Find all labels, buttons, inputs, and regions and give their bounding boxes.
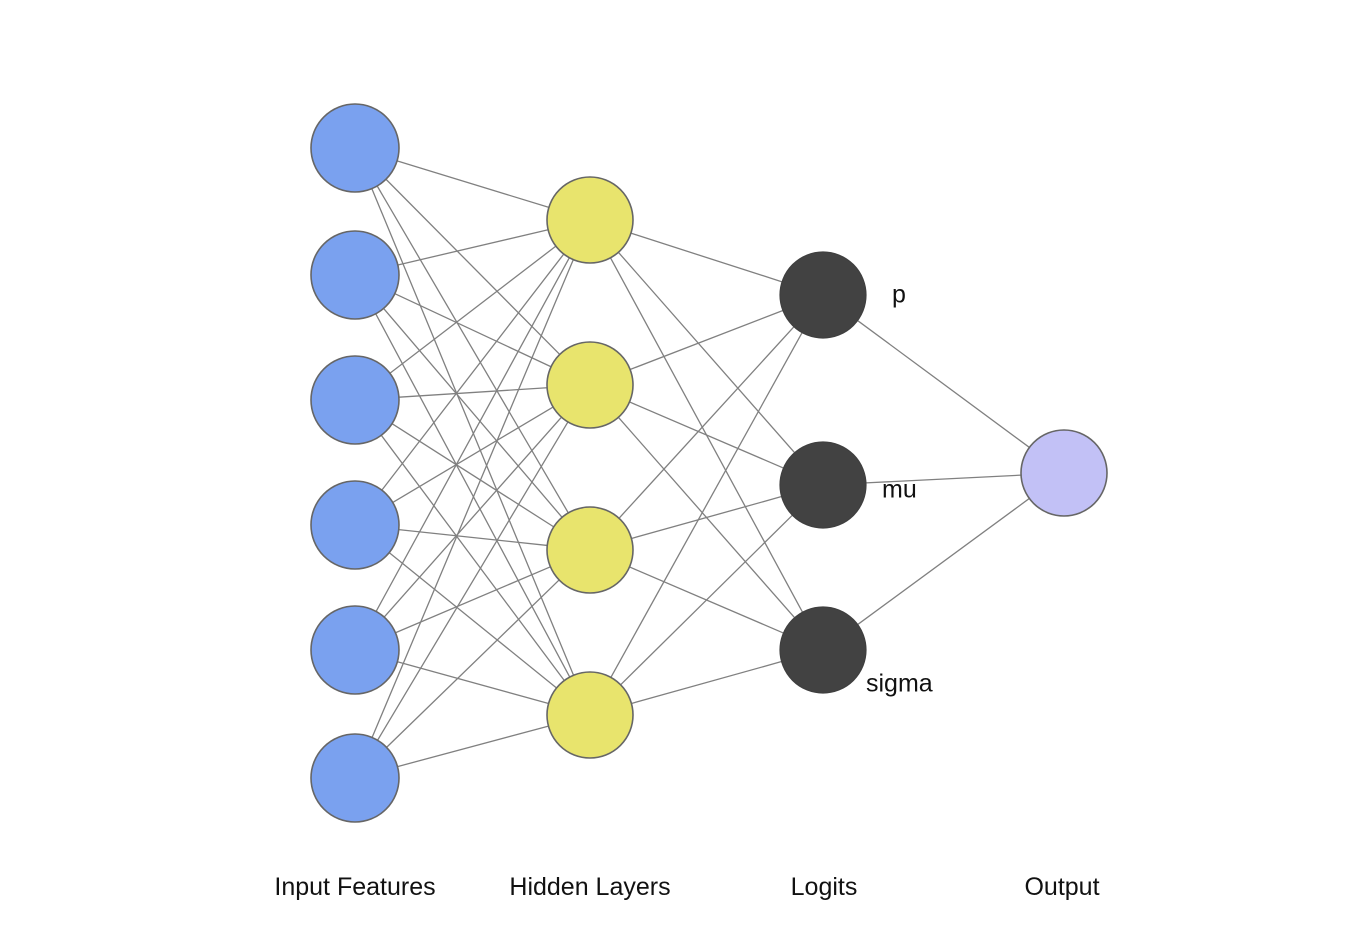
edge-input-hidden-2-2 [394,293,552,368]
node-hidden-4[interactable] [546,671,634,759]
node-output-1[interactable] [1020,429,1108,517]
logit-label-1: p [892,281,906,309]
node-logits-3[interactable] [779,606,867,694]
edge-input-hidden-2-3 [383,308,563,518]
edge-input-hidden-3-4 [380,434,565,681]
edge-input-hidden-4-4 [388,552,557,689]
node-group-hidden [546,176,634,759]
edge-input-hidden-3-1 [389,245,557,374]
node-logits-2[interactable] [779,441,867,529]
node-group-input [310,103,400,823]
edge-input-hidden-6-4 [397,725,549,768]
node-input-6[interactable] [310,733,400,823]
edge-hidden-logit-4-1 [610,332,803,678]
node-input-2[interactable] [310,230,400,320]
edge-hidden-logit-4-3 [631,660,782,705]
node-input-4[interactable] [310,480,400,570]
node-input-1[interactable] [310,103,400,193]
edge-group-input-to-hidden [371,160,575,768]
edge-group-logits-to-output [857,320,1030,626]
column-label-hidden-layers: Hidden Layers [509,873,670,901]
edge-input-hidden-2-1 [397,229,549,266]
edge-group-hidden-to-logits [609,232,804,705]
logit-label-3: sigma [866,670,933,698]
node-hidden-1[interactable] [546,176,634,264]
edge-input-hidden-5-4 [397,661,549,705]
edge-logit-output-3-1 [857,497,1030,626]
column-label-group: Input Features Hidden Layers Logits Output [274,873,1099,901]
column-label-input-features: Input Features [274,873,435,901]
logit-label-group: p mu sigma [866,281,933,698]
edge-hidden-logit-3-1 [618,326,795,519]
edge-input-hidden-6-3 [386,579,560,748]
edge-hidden-logit-1-2 [617,251,796,454]
node-hidden-3[interactable] [546,506,634,594]
edge-logit-output-1-1 [857,320,1030,448]
node-logits-1[interactable] [779,251,867,339]
edge-input-hidden-4-3 [398,529,548,547]
edge-input-hidden-1-4 [371,188,575,676]
column-label-logits: Logits [791,873,858,901]
node-group-output [1020,429,1108,517]
edge-input-hidden-1-2 [385,178,561,355]
column-label-output: Output [1024,873,1099,901]
node-input-5[interactable] [310,605,400,695]
edge-hidden-logit-3-2 [631,495,782,540]
node-hidden-2[interactable] [546,341,634,429]
edge-input-hidden-6-1 [371,259,574,738]
node-input-3[interactable] [310,355,400,445]
edge-hidden-logit-2-2 [629,401,784,469]
edge-input-hidden-1-1 [396,160,550,209]
node-group-logits [779,251,867,694]
edge-input-hidden-5-1 [375,257,570,612]
edge-input-hidden-3-2 [398,387,548,398]
edge-input-hidden-3-3 [391,423,555,528]
edge-hidden-logit-4-2 [620,514,793,686]
edge-input-hidden-1-3 [376,185,569,514]
logit-label-2: mu [882,476,917,504]
edge-input-hidden-5-2 [383,416,562,618]
edge-hidden-logit-1-1 [630,232,783,283]
edge-input-hidden-6-2 [377,421,569,741]
edge-input-hidden-4-2 [392,406,554,504]
edge-hidden-logit-2-1 [629,309,784,371]
edge-input-hidden-4-1 [381,253,565,491]
edge-input-hidden-2-4 [375,313,571,678]
edge-logit-output-2-1 [865,474,1022,484]
